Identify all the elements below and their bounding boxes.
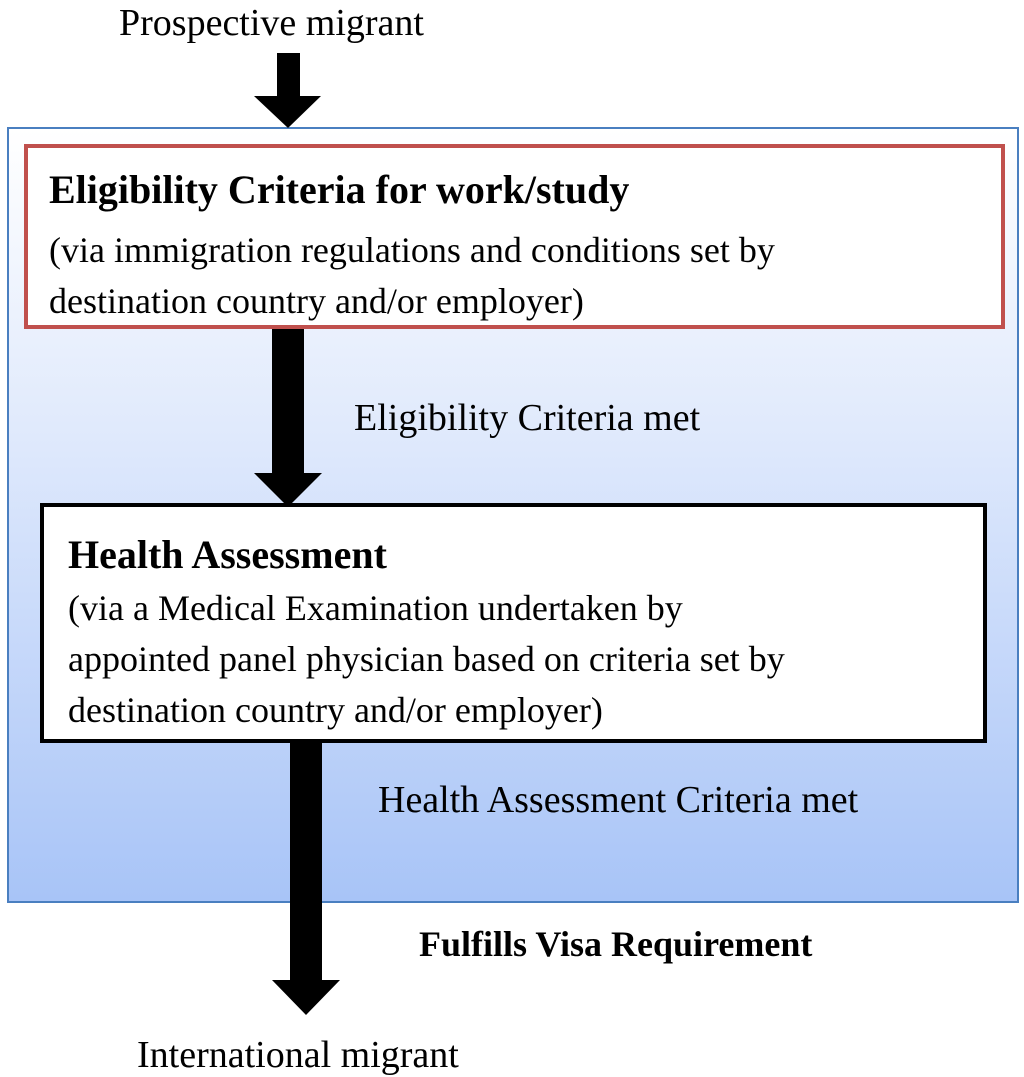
eligibility-title: Eligibility Criteria for work/study — [49, 167, 630, 212]
eligibility-desc-line: destination country and/or employer) — [49, 281, 584, 321]
health-assessment-description: (via a Medical Examination undertaken by… — [68, 583, 785, 736]
start-label: Prospective migrant — [119, 2, 424, 44]
health-assessment-box: Health Assessment (via a Medical Examina… — [40, 503, 987, 743]
health-desc-line: appointed panel physician based on crite… — [68, 639, 785, 679]
edge-label-eligibility-met: Eligibility Criteria met — [354, 397, 701, 439]
eligibility-desc-line: (via immigration regulations and conditi… — [49, 230, 775, 270]
end-label: International migrant — [137, 1034, 459, 1076]
arrow-start-to-eligibility — [254, 53, 321, 128]
edge-label-health-met: Health Assessment Criteria met — [378, 779, 859, 821]
health-desc-line: (via a Medical Examination undertaken by — [68, 588, 683, 628]
health-assessment-title: Health Assessment — [68, 532, 387, 577]
arrow-eligibility-to-health — [254, 323, 322, 507]
eligibility-box: Eligibility Criteria for work/study (via… — [24, 144, 1005, 329]
health-desc-line: destination country and/or employer) — [68, 690, 603, 730]
arrow-health-to-end — [272, 741, 340, 1015]
edge-label-visa: Fulfills Visa Requirement — [419, 924, 813, 964]
eligibility-description: (via immigration regulations and conditi… — [49, 225, 775, 327]
